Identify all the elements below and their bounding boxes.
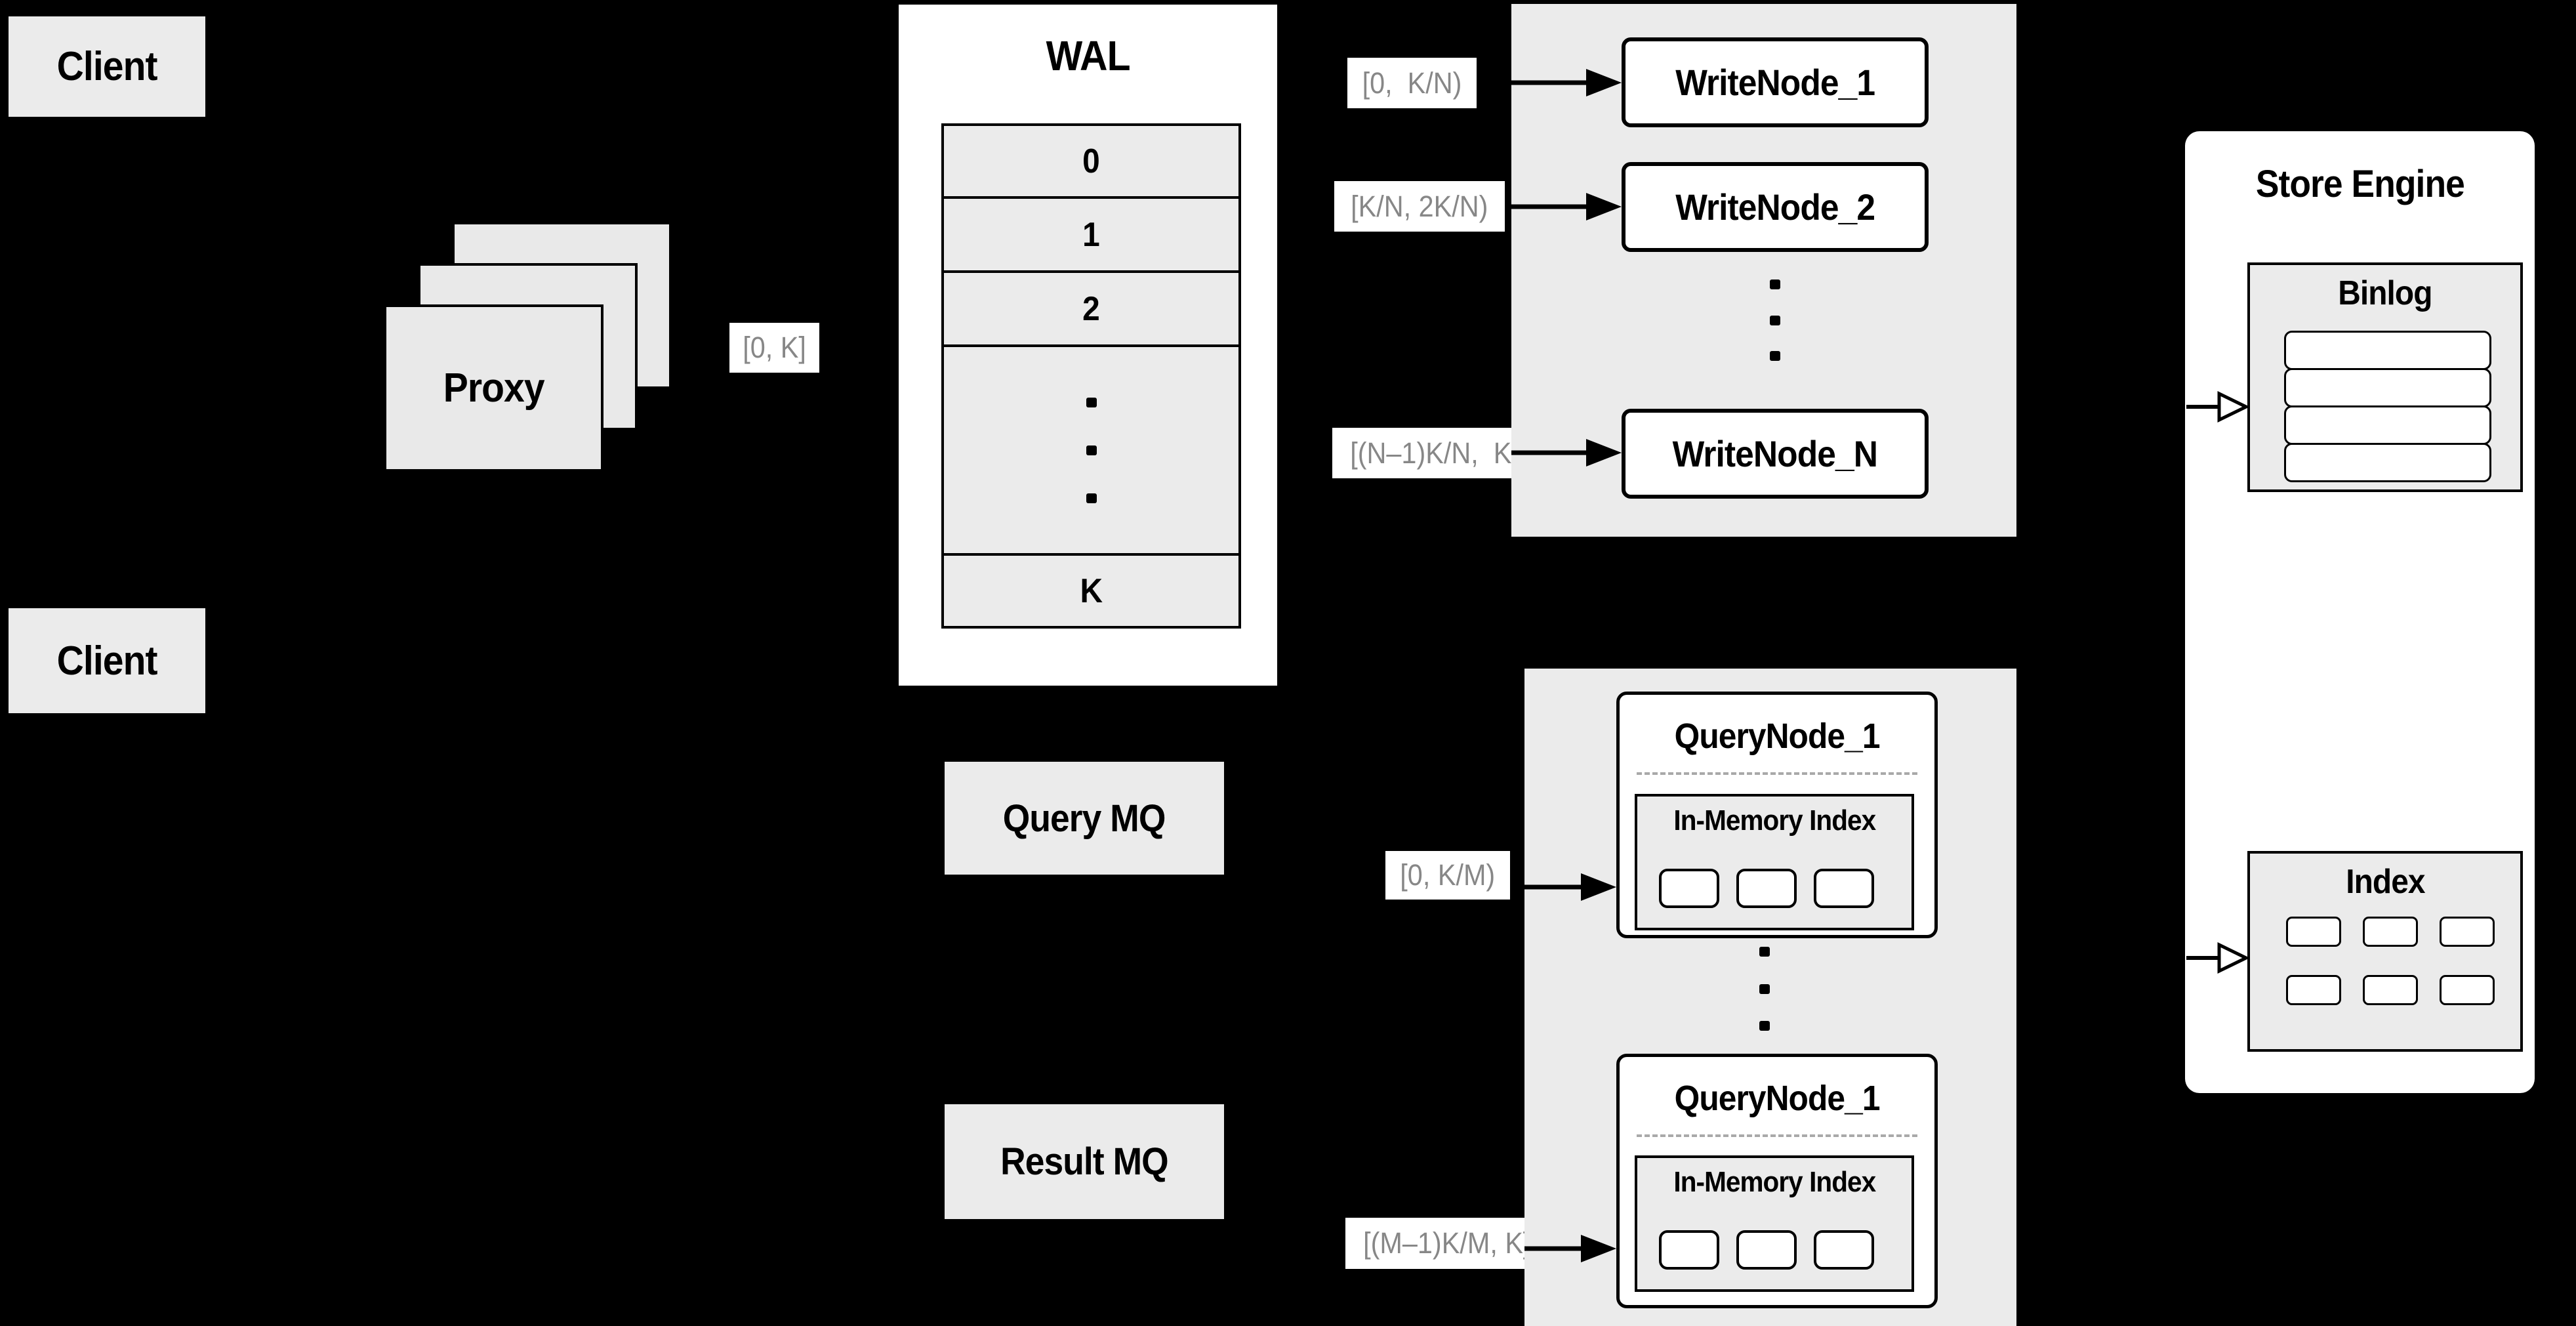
index-title: Index [2345,863,2425,901]
store-engine-title: Store Engine [2255,162,2464,205]
wal-row-1: 1 [944,199,1238,273]
querynode-1-box: QueryNode_1 In-Memory Index [1616,692,1938,938]
ellipsis-dot: . [1759,984,1770,994]
index-segment [1659,869,1719,908]
writenode-2-box: WriteNode_2 [1622,162,1929,252]
client-box-top: Client [9,16,205,117]
client-top-label: Client [56,44,158,89]
index-segment [2286,917,2341,947]
arrow-to-writenode-1 [1511,69,1622,96]
querynode-1-range-label: [0, K/M) [1385,851,1510,900]
binlog-segment [2284,443,2491,482]
index-segment [2440,975,2495,1005]
proxy-label: Proxy [443,365,545,411]
arrow-to-querynode-2 [1524,1235,1616,1262]
binlog-segments [2284,331,2491,482]
index-segment [1736,869,1797,908]
index-segments [2286,917,2495,1005]
in-memory-index-segments-2 [1659,1230,1874,1270]
ellipsis-dot: . [1759,1021,1770,1031]
in-memory-index-segments-1 [1659,869,1874,908]
wal-row-2: 2 [944,273,1238,347]
query-mq-box: Query MQ [945,762,1224,875]
wal-box: WAL 0 1 2 . . . K [895,1,1280,689]
wal-title: WAL [1046,32,1130,79]
wal-row-0: 0 [944,126,1238,199]
binlog-title: Binlog [2338,274,2432,312]
writenode-ellipsis: . . . [1770,280,1780,361]
index-segment [1814,1230,1874,1270]
store-engine-box: Store Engine Binlog Index [2185,131,2535,1093]
index-segment [2286,975,2341,1005]
wal-row-ellipsis: . . . [944,347,1238,556]
index-box: Index [2247,851,2523,1052]
querynode-1-title: QueryNode_1 [1674,716,1881,756]
result-mq-label: Result MQ [1000,1140,1169,1183]
querynode-2-range-label: [(M–1)K/M, K] [1345,1218,1549,1269]
writenode-1-range-label: [0, K/N) [1347,58,1477,108]
binlog-segment [2284,331,2491,370]
ellipsis-dot: . [1086,397,1097,407]
in-memory-index-title-1: In-Memory Index [1673,804,1876,837]
binlog-segment [2284,405,2491,445]
ellipsis-dot: . [1770,280,1780,289]
index-segment [1814,869,1874,908]
ellipsis-dot: . [1770,351,1780,361]
writenode-1-box: WriteNode_1 [1622,37,1929,127]
querynode-2-title: QueryNode_1 [1674,1079,1881,1118]
in-memory-index-box-1: In-Memory Index [1635,794,1914,930]
ellipsis-dot: . [1759,947,1770,957]
writenode-n-range-label: [(N–1)K/N, K] [1332,428,1538,478]
arrow-to-binlog [2186,390,2249,423]
arrow-to-querynode-1 [1524,873,1616,901]
query-mq-label: Query MQ [1003,797,1166,840]
querynode-2-divider [1637,1134,1917,1137]
index-segment [2363,917,2418,947]
wal-segment-table: 0 1 2 . . . K [941,123,1241,629]
querynode-group: QueryNode_1 In-Memory Index . . . Quer [1524,669,2016,1326]
index-segment [1659,1230,1719,1270]
querynode-1-divider [1637,772,1917,775]
index-segment [2440,917,2495,947]
in-memory-index-title-2: In-Memory Index [1673,1166,1876,1198]
ellipsis-dot: . [1770,315,1780,325]
querynode-ellipsis: . . . [1759,947,1770,1031]
result-mq-box: Result MQ [945,1104,1224,1219]
proxy-range-label: [0, K] [729,323,820,373]
writenode-n-box: WriteNode_N [1622,409,1929,499]
client-box-bottom: Client [9,608,205,713]
querynode-2-box: QueryNode_1 In-Memory Index [1616,1054,1938,1308]
proxy-box: Proxy [384,304,603,472]
writenode-2-range-label: [K/N, 2K/N) [1334,181,1505,232]
wal-row-k: K [944,556,1238,626]
index-segment [2363,975,2418,1005]
index-segment [1736,1230,1797,1270]
ellipsis-dot: . [1086,493,1097,503]
arrow-to-writenode-2 [1511,193,1622,220]
binlog-segment [2284,368,2491,407]
ellipsis-dot: . [1086,445,1097,455]
binlog-box: Binlog [2247,262,2523,492]
arrow-to-index [2186,942,2249,974]
in-memory-index-box-2: In-Memory Index [1635,1155,1914,1292]
arrow-to-writenode-n [1511,439,1622,466]
client-bottom-label: Client [56,638,158,684]
writenode-group: WriteNode_1 WriteNode_2 . . . WriteNode_… [1511,4,2016,537]
